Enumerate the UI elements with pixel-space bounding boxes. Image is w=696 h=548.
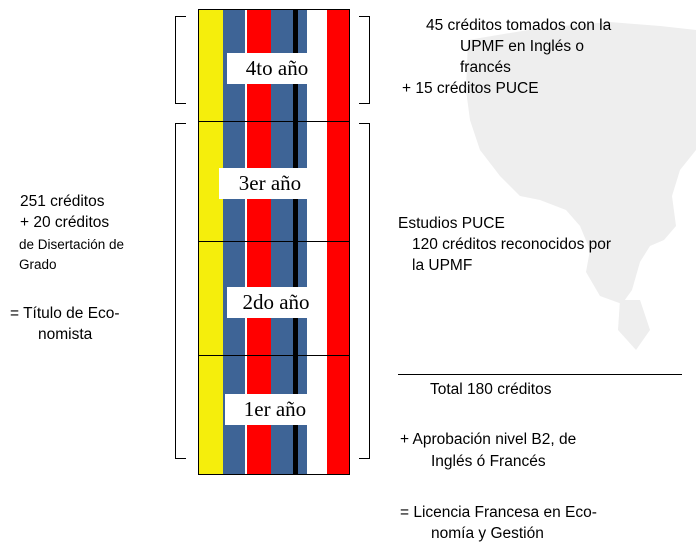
right-text-la-upmf: la UPMF bbox=[412, 257, 473, 274]
sum-rule-line bbox=[398, 374, 682, 375]
year-divider bbox=[199, 241, 349, 242]
left-text-dissertation: de Disertación de bbox=[19, 237, 125, 252]
left-text-economist: nomista bbox=[38, 326, 93, 343]
right-text-total: Total 180 créditos bbox=[430, 381, 552, 398]
year-divider bbox=[199, 121, 349, 122]
bracket-years-1-3-left bbox=[175, 123, 186, 459]
right-text-puce-credits: + 15 créditos PUCE bbox=[402, 80, 539, 97]
left-text-credits: 251 créditos bbox=[20, 193, 105, 210]
year-label-2: 2do año bbox=[227, 287, 325, 318]
bracket-years-1-3-right bbox=[359, 123, 370, 459]
year-label-1: 1er año bbox=[225, 394, 325, 425]
red-stripe bbox=[327, 10, 349, 474]
right-text-recognized-credits: 120 créditos reconocidos por bbox=[412, 236, 612, 253]
white-stripe bbox=[245, 10, 247, 474]
right-text-upmf-language: UPMF en Inglés o bbox=[460, 38, 585, 55]
bracket-4th-year-right bbox=[359, 16, 370, 104]
left-text-title: = Título de Eco- bbox=[10, 305, 120, 322]
white-stripe bbox=[307, 10, 327, 474]
right-text-estudios-puce: Estudios PUCE bbox=[398, 215, 505, 232]
right-text-economy-management: nomía y Gestión bbox=[431, 525, 544, 542]
right-text-english-french: Inglés ó Francés bbox=[431, 453, 546, 470]
black-stripe bbox=[293, 10, 298, 474]
year-label-4: 4to año bbox=[227, 53, 327, 84]
yellow-stripe bbox=[199, 10, 223, 474]
blue-stripe bbox=[223, 10, 245, 474]
right-text-licence: = Licencia Francesa en Eco- bbox=[400, 504, 597, 521]
year-label-3: 3er año bbox=[219, 168, 321, 199]
blue-stripe bbox=[298, 10, 307, 474]
flag-stripe-column: 4to año 3er año 2do año 1er año bbox=[198, 9, 350, 475]
right-text-b2-level: + Aprobación nivel B2, de bbox=[400, 431, 577, 448]
right-text-upmf-credits: 45 créditos tomados con la bbox=[426, 17, 612, 34]
right-text-french: francés bbox=[460, 59, 511, 76]
left-text-grado: Grado bbox=[19, 257, 57, 272]
left-text-plus-credits: + 20 créditos bbox=[20, 214, 110, 231]
blue-stripe bbox=[271, 10, 293, 474]
year-divider bbox=[199, 355, 349, 356]
bracket-4th-year-left bbox=[175, 16, 186, 104]
